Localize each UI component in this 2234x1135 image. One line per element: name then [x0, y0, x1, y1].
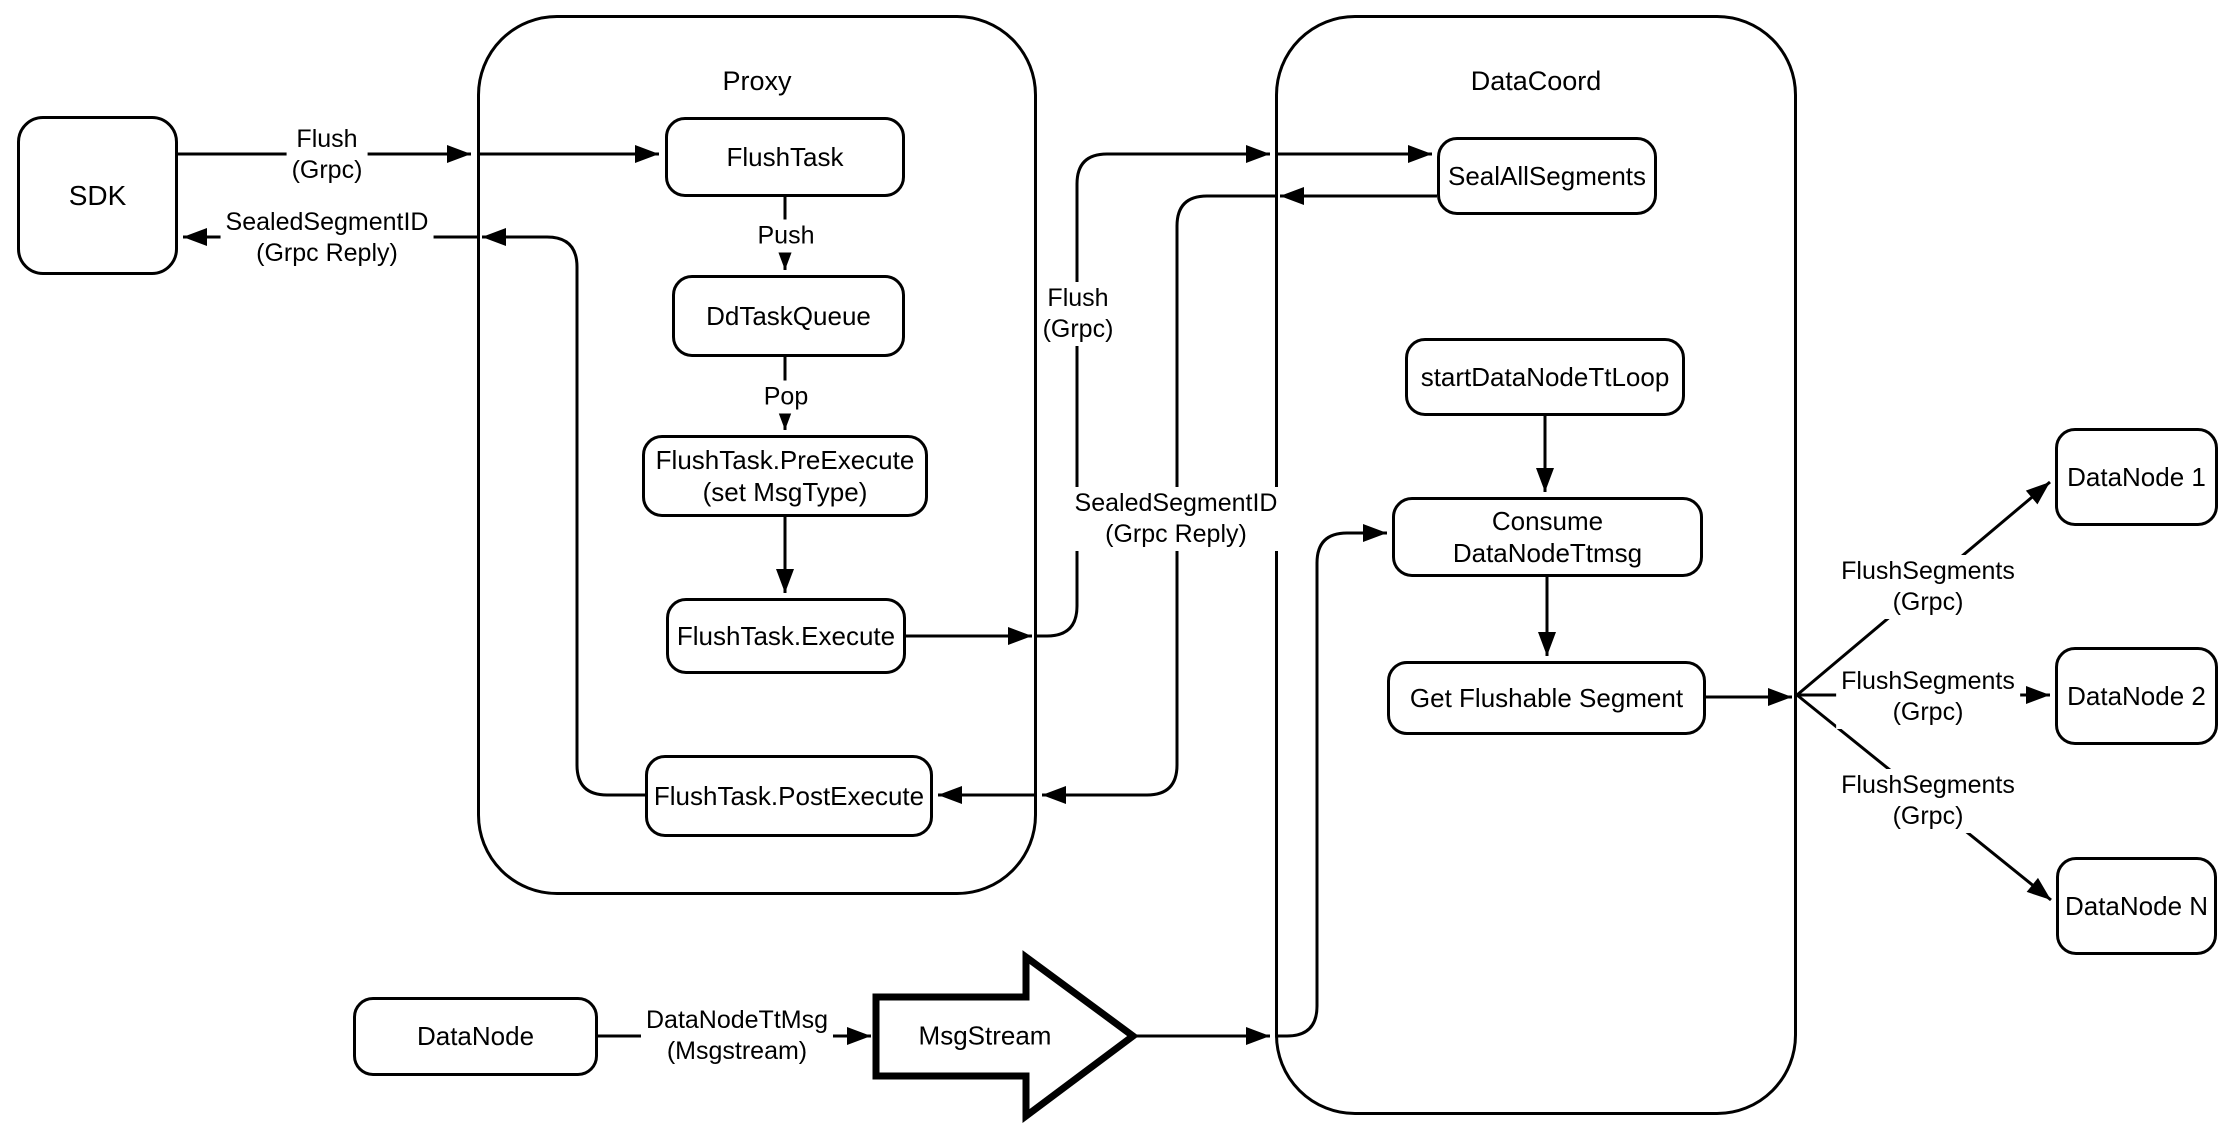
node-sdk: SDK	[17, 116, 178, 275]
node-sdk-label: SDK	[68, 180, 127, 211]
edge-label-flush-grpc-sdk-line2: (Grpc)	[291, 156, 363, 184]
node-consume-datanodettmsg: Consume DataNodeTtmsg	[1392, 497, 1703, 577]
node-get-flushable-segment: Get Flushable Segment	[1387, 661, 1706, 735]
node-sealallsegments: SealAllSegments	[1437, 137, 1657, 215]
edge-label-flushsegments-3-line1: FlushSegments	[1841, 771, 2015, 799]
edge-label-flushsegments-1-line2: (Grpc)	[1892, 588, 1964, 616]
node-datanode-n: DataNode N	[2056, 857, 2217, 955]
node-sealallsegments-label: SealAllSegments	[1448, 160, 1646, 191]
node-datanode-label: DataNode	[416, 1021, 535, 1052]
node-flushtask-preexecute: FlushTask.PreExecute (set MsgType)	[642, 435, 928, 517]
datacoord-container: DataCoord	[1275, 15, 1797, 1115]
edge-label-flush-grpc-sdk-line1: Flush	[296, 125, 358, 153]
edge-label-flush-grpc-mid-line2: (Grpc)	[1042, 315, 1114, 343]
msgstream-shape	[872, 950, 1139, 1123]
node-flushtask-postexecute: FlushTask.PostExecute	[645, 755, 933, 837]
edge-label-flush-grpc-sdk: Flush (Grpc)	[286, 123, 368, 187]
node-consume-datanodettmsg-label: Consume DataNodeTtmsg	[1452, 505, 1643, 569]
edge-label-push: Push	[752, 219, 820, 253]
edge-label-sealedsegmentid-sdk: SealedSegmentID (Grpc Reply)	[220, 206, 434, 270]
edge-datacoordedge-to-consume	[1275, 524, 1387, 1038]
edge-proxyedge-to-datacoord	[1037, 145, 1270, 638]
edge-label-datanodettmsg-line1: DataNodeTtMsg	[645, 1006, 829, 1034]
edge-label-pop: Pop	[758, 380, 814, 414]
proxy-container: Proxy	[477, 15, 1037, 895]
node-ddtaskqueue-label: DdTaskQueue	[706, 300, 871, 331]
edge-label-sealedsegmentid-sdk-line2: (Grpc Reply)	[256, 239, 398, 267]
msgstream-shape-label: MsgStream	[918, 1020, 1052, 1051]
edge-label-push-text: Push	[757, 221, 815, 250]
edge-label-flushsegments-1-line1: FlushSegments	[1841, 557, 2015, 585]
node-datanode-1: DataNode 1	[2055, 428, 2218, 526]
node-datanode-2: DataNode 2	[2055, 647, 2218, 745]
node-flushtask: FlushTask	[665, 117, 905, 197]
node-flushtask-postexecute-label: FlushTask.PostExecute	[653, 780, 925, 811]
edge-label-sealedsegmentid-mid-line2: (Grpc Reply)	[1105, 520, 1247, 548]
edge-label-sealedsegmentid-mid-line1: SealedSegmentID	[1074, 489, 1278, 517]
node-datanode: DataNode	[353, 997, 598, 1076]
edge-label-datanodettmsg-line2: (Msgstream)	[666, 1037, 808, 1065]
edge-label-pop-text: Pop	[763, 382, 809, 411]
edge-label-flushsegments-3: FlushSegments (Grpc)	[1836, 769, 2020, 833]
node-flushtask-execute-label: FlushTask.Execute	[676, 620, 896, 651]
node-flushtask-preexecute-label-line1: FlushTask.PreExecute	[655, 444, 915, 475]
edge-label-sealedsegmentid-mid: SealedSegmentID (Grpc Reply)	[1069, 487, 1283, 551]
node-ddtaskqueue: DdTaskQueue	[672, 275, 905, 357]
edge-label-flushsegments-1: FlushSegments (Grpc)	[1836, 555, 2020, 619]
edge-label-flushsegments-2-line2: (Grpc)	[1892, 698, 1964, 726]
node-get-flushable-segment-label: Get Flushable Segment	[1409, 682, 1684, 713]
edge-label-flushsegments-3-line2: (Grpc)	[1892, 802, 1964, 830]
node-startdatanodettloop-label: startDataNodeTtLoop	[1420, 361, 1670, 392]
proxy-container-title: Proxy	[722, 66, 792, 96]
node-flushtask-preexecute-label-line2: (set MsgType)	[702, 477, 868, 507]
node-startdatanodettloop: startDataNodeTtLoop	[1405, 338, 1685, 416]
edge-label-flushsegments-2: FlushSegments (Grpc)	[1836, 665, 2020, 729]
node-datanode-2-label: DataNode 2	[2067, 680, 2206, 711]
edge-label-flush-grpc-mid: Flush (Grpc)	[1037, 282, 1119, 346]
node-flushtask-execute: FlushTask.Execute	[666, 598, 906, 674]
datacoord-container-title: DataCoord	[1470, 66, 1602, 96]
edge-label-flush-grpc-mid-line1: Flush	[1047, 284, 1109, 312]
edge-label-flushsegments-2-line1: FlushSegments	[1841, 667, 2015, 695]
node-datanode-1-label: DataNode 1	[2067, 461, 2206, 492]
edge-label-sealedsegmentid-sdk-line1: SealedSegmentID	[225, 208, 429, 236]
edge-postexecute-to-proxyedge	[482, 228, 645, 797]
node-flushtask-label: FlushTask	[726, 141, 844, 172]
node-datanode-n-label: DataNode N	[2064, 890, 2209, 921]
edge-label-datanodettmsg: DataNodeTtMsg (Msgstream)	[640, 1004, 834, 1068]
